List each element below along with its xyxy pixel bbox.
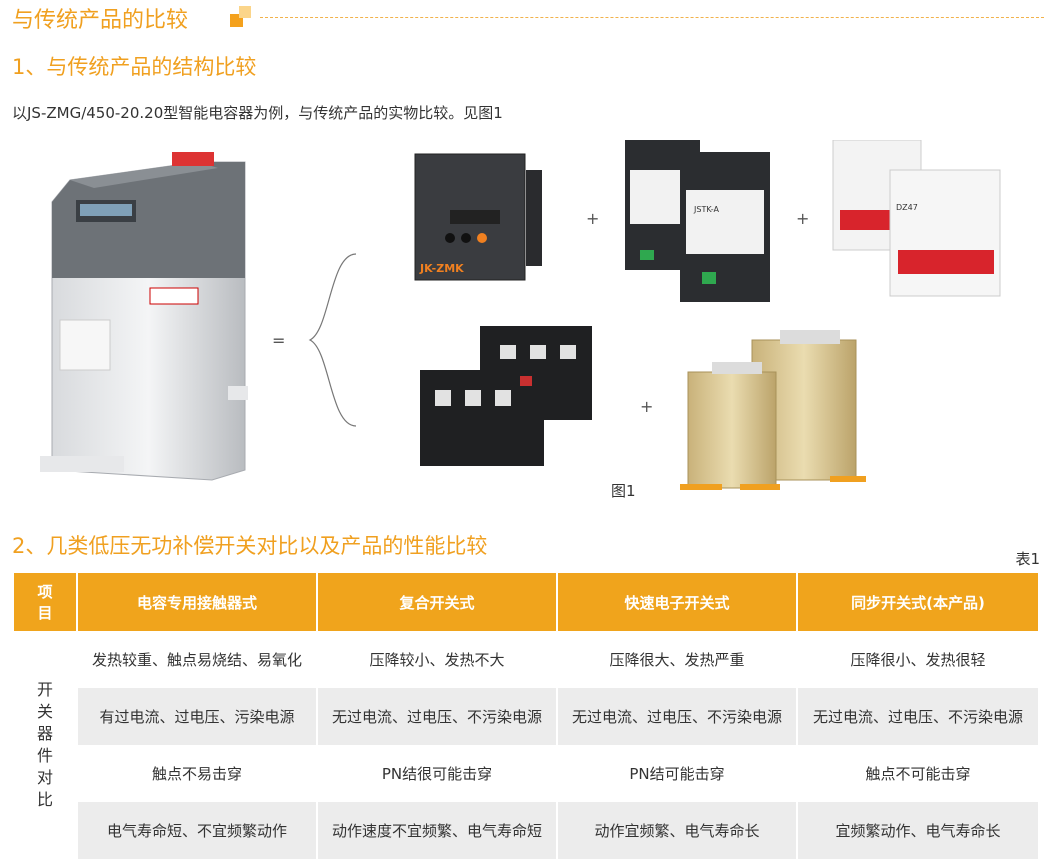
breaker-label: DZ47 xyxy=(896,203,918,212)
header-compound: 复合开关式 xyxy=(318,573,556,631)
table-cell: 压降很小、发热很轻 xyxy=(798,631,1038,688)
plus-sign-1: + xyxy=(586,209,599,228)
table-cell: 电气寿命短、不宜频繁动作 xyxy=(78,802,316,859)
table-cell: 动作宜频繁、电气寿命长 xyxy=(558,802,796,859)
table-cell: 无过电流、过电压、不污染电源 xyxy=(318,688,556,745)
table-row: 触点不易击穿 PN结很可能击穿 PN结可能击穿 触点不可能击穿 xyxy=(14,745,1038,802)
table-cell: 无过电流、过电压、不污染电源 xyxy=(798,688,1038,745)
figure-illustration: = JK-ZMK + JSTK-A + DZ47 xyxy=(40,140,1001,490)
equals-sign: = xyxy=(272,331,285,350)
section2-title: 2、几类低压无功补偿开关对比以及产品的性能比较 xyxy=(12,534,488,558)
table-row: 电气寿命短、不宜频繁动作 动作速度不宜频繁、电气寿命短 动作宜频繁、电气寿命长 … xyxy=(14,802,1038,859)
table-cell: 无过电流、过电压、不污染电源 xyxy=(558,688,796,745)
comparison-figure: = JK-ZMK + JSTK-A + DZ47 xyxy=(40,140,1020,500)
thermal-relay-icon xyxy=(420,326,592,466)
dotted-divider xyxy=(260,17,1044,18)
table-cell: PN结可能击穿 xyxy=(558,745,796,802)
table-cell: 动作速度不宜频繁、电气寿命短 xyxy=(318,802,556,859)
row-group-label: 开关器件对比 xyxy=(14,631,76,859)
header-electronic: 快速电子开关式 xyxy=(558,573,796,631)
plus-sign-2: + xyxy=(796,209,809,228)
plus-sign-3: + xyxy=(640,397,653,416)
table-cell: PN结很可能击穿 xyxy=(318,745,556,802)
table-cell: 触点不可能击穿 xyxy=(798,745,1038,802)
table-cell: 有过电流、过电压、污染电源 xyxy=(78,688,316,745)
table-cell: 宜频繁动作、电气寿命长 xyxy=(798,802,1038,859)
compound-switch-icon: JSTK-A xyxy=(625,140,770,302)
header-item: 项目 xyxy=(14,573,76,631)
section1-intro: 以JS-ZMG/450-20.20型智能电容器为例，与传统产品的实物比较。见图1 xyxy=(12,104,503,122)
switch-label: JSTK-A xyxy=(693,205,719,214)
table-label: 表1 xyxy=(1015,550,1040,568)
header-contactor: 电容专用接触器式 xyxy=(78,573,316,631)
controller-brand: JK-ZMK xyxy=(419,262,464,275)
square-deco-icon xyxy=(230,6,254,28)
table-cell: 压降较小、发热不大 xyxy=(318,631,556,688)
table-row: 有过电流、过电压、污染电源 无过电流、过电压、不污染电源 无过电流、过电压、不污… xyxy=(14,688,1038,745)
table-cell: 发热较重、触点易烧结、易氧化 xyxy=(78,631,316,688)
circuit-breaker-icon: DZ47 xyxy=(832,140,1001,297)
table-row: 开关器件对比 发热较重、触点易烧结、易氧化 压降较小、发热不大 压降很大、发热严… xyxy=(14,631,1038,859)
header-synchronous: 同步开关式(本产品) xyxy=(798,573,1038,631)
smart-capacitor-icon xyxy=(40,152,248,481)
brace-icon xyxy=(308,253,357,427)
reactive-power-controller-icon: JK-ZMK xyxy=(414,153,542,281)
section1-title: 1、与传统产品的结构比较 xyxy=(12,55,257,79)
header-title: 与传统产品的比较 xyxy=(12,8,189,33)
section-header: 与传统产品的比较 xyxy=(12,0,1044,34)
table-cell: 触点不易击穿 xyxy=(78,745,316,802)
figure-caption: 图1 xyxy=(611,482,636,500)
traditional-capacitor-icon xyxy=(680,330,866,490)
comparison-table: 项目 电容专用接触器式 复合开关式 快速电子开关式 同步开关式(本产品) 开关器… xyxy=(12,573,1040,859)
table-cell: 压降很大、发热严重 xyxy=(558,631,796,688)
table-header-row: 项目 电容专用接触器式 复合开关式 快速电子开关式 同步开关式(本产品) xyxy=(14,573,1038,631)
